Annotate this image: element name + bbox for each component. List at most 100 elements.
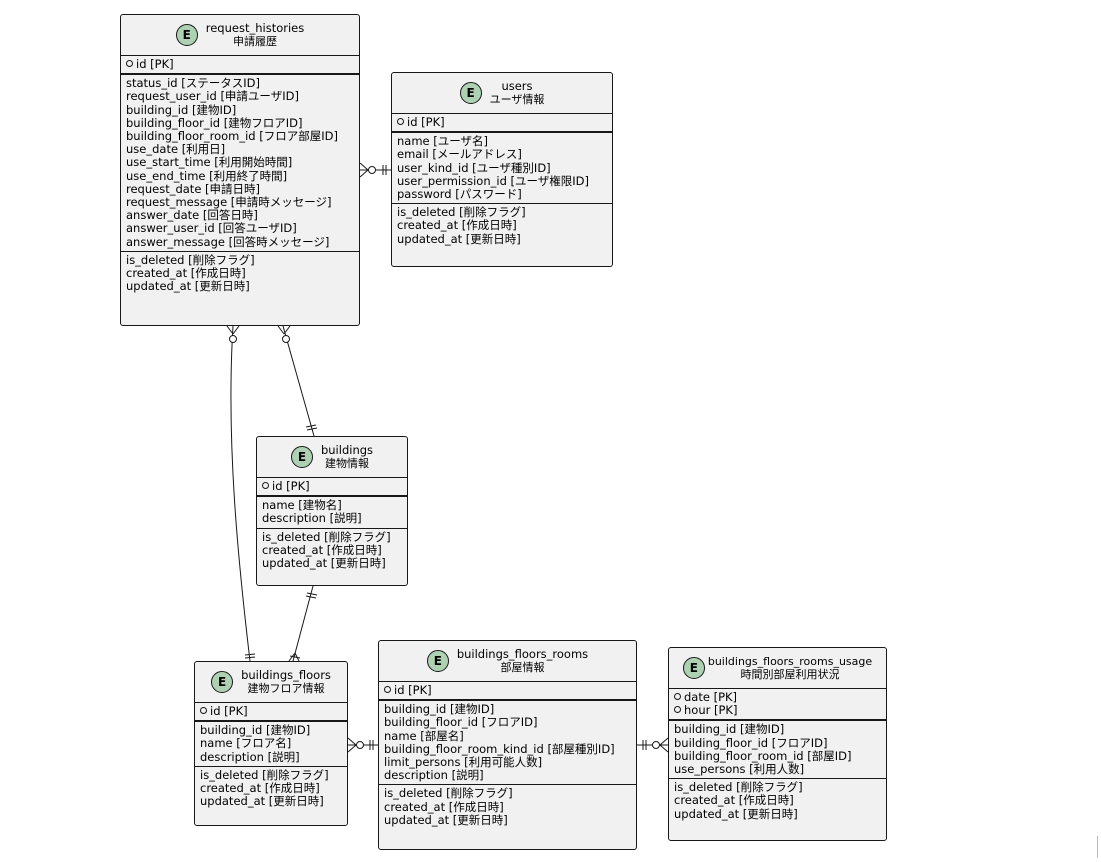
meta-section: is_deleted [削除フラグ] created_at [作成日時] upd…	[121, 250, 359, 296]
column-row: status_id [ステータスID]	[126, 76, 260, 91]
pk-circle-icon	[397, 118, 404, 125]
entity-label: ユーザ情報	[489, 93, 545, 106]
column-row: building_id [建物ID]	[384, 702, 495, 717]
pk-row: id [PK]	[200, 704, 342, 718]
pk-row: hour [PK]	[674, 704, 881, 717]
entity-name: request_histories	[205, 21, 305, 35]
column-row: building_floor_room_kind_id [部屋種別ID]	[384, 741, 615, 756]
meta-row: created_at [作成日時]	[262, 542, 382, 557]
meta-section: is_deleted [削除フラグ] created_at [作成日時] upd…	[669, 778, 886, 823]
column-row: answer_user_id [回答ユーザID]	[126, 221, 297, 236]
meta-row: created_at [作成日時]	[384, 799, 504, 814]
pk-section: id [PK]	[195, 702, 347, 720]
column-row: limit_persons [利用可能人数]	[384, 755, 543, 770]
column-row: building_id [建物ID]	[674, 722, 785, 737]
entity-buildings-floors-rooms-usage[interactable]: E buildings_floors_rooms_usage 時間別部屋利用状況…	[668, 647, 887, 841]
entity-badge-icon: E	[290, 446, 313, 468]
entity-badge-icon: E	[175, 24, 198, 46]
entity-buildings-floors[interactable]: E buildings_floors 建物フロア情報 id [PK] build…	[194, 661, 348, 826]
entity-name: buildings_floors_rooms	[456, 647, 589, 661]
meta-row: is_deleted [削除フラグ]	[397, 205, 526, 220]
column-row: name [部屋名]	[384, 728, 464, 743]
column-row: use_end_time [利用終了時間]	[126, 168, 288, 183]
entity-name: users	[501, 79, 533, 93]
column-row: use_start_time [利用開始時間]	[126, 155, 293, 170]
entity-badge-icon: E	[459, 82, 482, 104]
entity-name: buildings_floors_rooms_usage	[707, 655, 873, 668]
column-row: description [説明]	[262, 511, 362, 526]
entity-header: E buildings_floors 建物フロア情報	[195, 662, 347, 702]
entity-label: 建物フロア情報	[247, 682, 325, 695]
meta-row: created_at [作成日時]	[126, 266, 246, 281]
meta-row: is_deleted [削除フラグ]	[384, 786, 513, 801]
meta-row: updated_at [更新日時]	[397, 231, 521, 246]
meta-section: is_deleted [削除フラグ] created_at [作成日時] upd…	[257, 527, 407, 573]
pk-section: id [PK]	[379, 681, 636, 699]
column-row: building_floor_id [フロアID]	[674, 735, 828, 750]
column-row: email [メールアドレス]	[397, 147, 522, 162]
column-row: answer_message [回答時メッセージ]	[126, 234, 330, 249]
entity-badge-icon: E	[426, 650, 449, 672]
column-row: description [説明]	[384, 768, 484, 783]
meta-row: updated_at [更新日時]	[262, 556, 386, 571]
columns-section: building_id [建物ID] building_floor_id [フロ…	[669, 719, 886, 778]
column-row: name [フロア名]	[200, 736, 292, 751]
pk-row: id [PK]	[384, 683, 631, 697]
column-row: use_date [利用日]	[126, 142, 226, 157]
meta-row: updated_at [更新日時]	[674, 806, 798, 821]
column-row: password [パスワード]	[397, 187, 522, 202]
meta-row: is_deleted [削除フラグ]	[262, 529, 391, 544]
column-row: request_message [申請時メッセージ]	[126, 195, 332, 210]
pk-circle-icon	[262, 482, 269, 489]
column-row: description [説明]	[200, 749, 300, 764]
meta-row: updated_at [更新日時]	[200, 794, 324, 809]
pk-row: id [PK]	[126, 57, 354, 71]
pk-section: date [PK] hour [PK]	[669, 688, 886, 719]
rel-buildings-floors	[288, 585, 318, 662]
entity-header: E users ユーザ情報	[392, 73, 612, 113]
entity-request-histories[interactable]: E request_histories 申請履歴 id [PK] status_…	[120, 14, 360, 326]
column-row: user_permission_id [ユーザ権限ID]	[397, 173, 590, 188]
columns-section: building_id [建物ID] building_floor_id [フロ…	[379, 699, 636, 784]
entity-badge-icon: E	[682, 657, 705, 679]
entity-label: 建物情報	[325, 457, 369, 470]
scrollbar-edge[interactable]	[1097, 836, 1101, 858]
column-row: name [建物名]	[262, 498, 342, 513]
rel-request-floors	[226, 325, 256, 662]
rel-request-users	[359, 162, 391, 178]
column-row: request_user_id [申請ユーザID]	[126, 89, 299, 104]
pk-row: id [PK]	[397, 115, 607, 129]
pk-section: id [PK]	[392, 113, 612, 131]
pk-row: date [PK]	[674, 690, 881, 704]
entity-label: 部屋情報	[500, 661, 545, 674]
pk-row: id [PK]	[262, 479, 402, 493]
entity-header: E buildings_floors_rooms_usage 時間別部屋利用状況	[669, 648, 886, 688]
meta-row: created_at [作成日時]	[397, 218, 517, 233]
column-row: building_floor_id [フロアID]	[384, 715, 538, 730]
meta-row: is_deleted [削除フラグ]	[674, 780, 803, 795]
entity-buildings-floors-rooms[interactable]: E buildings_floors_rooms 部屋情報 id [PK] bu…	[378, 640, 637, 850]
meta-section: is_deleted [削除フラグ] created_at [作成日時] upd…	[379, 784, 636, 829]
pk-circle-icon	[126, 60, 133, 67]
pk-circle-icon	[200, 707, 207, 714]
entity-header: E buildings 建物情報	[257, 437, 407, 477]
column-row: name [ユーザ名]	[397, 134, 489, 149]
rel-floors-rooms	[347, 737, 378, 753]
pk-section: id [PK]	[121, 55, 359, 73]
entity-label: 時間別部屋利用状況	[740, 668, 840, 681]
column-row: user_kind_id [ユーザ種別ID]	[397, 160, 551, 175]
entity-users[interactable]: E users ユーザ情報 id [PK] name [ユーザ名] email …	[391, 72, 613, 267]
entity-name: buildings_floors	[241, 668, 331, 682]
column-row: use_persons [利用人数]	[674, 762, 805, 777]
entity-label: 申請履歴	[232, 35, 277, 48]
column-row: building_floor_room_id [フロア部屋ID]	[126, 129, 338, 144]
columns-section: building_id [建物ID] name [フロア名] descripti…	[195, 720, 347, 766]
pk-circle-icon	[384, 686, 391, 693]
entity-name: buildings	[320, 443, 374, 457]
rel-request-buildings	[277, 325, 318, 437]
entity-buildings[interactable]: E buildings 建物情報 id [PK] name [建物名] desc…	[256, 436, 408, 586]
columns-section: status_id [ステータスID] request_user_id [申請ユ…	[121, 73, 359, 251]
column-row: building_floor_room_id [部屋ID]	[674, 748, 852, 763]
meta-row: created_at [作成日時]	[200, 781, 320, 796]
